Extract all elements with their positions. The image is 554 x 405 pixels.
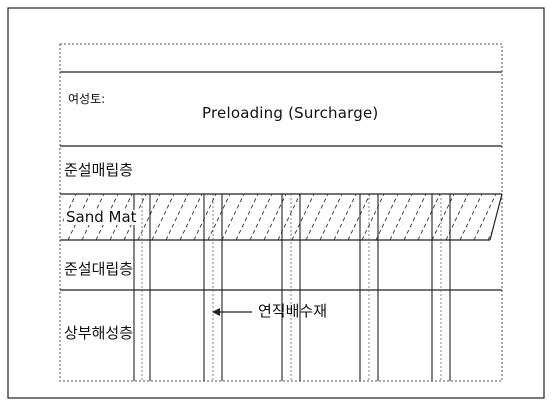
dredged-fill-upper-label: 준설매립층: [64, 161, 134, 179]
inner-dashed-frame: [59, 43, 503, 382]
hatch-line: [473, 194, 497, 240]
hatch-line: [305, 194, 329, 240]
hatch-line: [137, 194, 161, 240]
hatch-line: [165, 194, 189, 240]
hatch-line: [389, 194, 413, 240]
hatch-line: [417, 194, 441, 240]
fill-prefix-label: 여성토:: [68, 92, 106, 106]
vertical-drain-label: 연직배수재: [258, 302, 328, 320]
hatch-line: [530, 194, 552, 240]
hatch-line: [263, 194, 287, 240]
hatch-line: [193, 194, 217, 240]
hatch-line: [221, 194, 245, 240]
hatch-line: [123, 194, 147, 240]
hatch-line: [319, 194, 343, 240]
preloading-label: Preloading (Surcharge): [202, 104, 379, 122]
hatch-line: [291, 194, 315, 240]
hatch-line: [249, 194, 273, 240]
hatch-line: [516, 194, 538, 240]
hatch-line: [431, 194, 455, 240]
vertical-drains: [133, 194, 451, 381]
hatch-line: [375, 194, 399, 240]
hatch-line: [347, 194, 371, 240]
hatch-line: [501, 194, 502, 240]
hatch-line: [95, 194, 119, 240]
hatch-line: [333, 194, 357, 240]
hatch-line: [179, 194, 203, 240]
arrow-left-icon: [212, 308, 252, 316]
hatch-line: [361, 194, 385, 240]
sandmat-right-edge: [489, 193, 503, 241]
hatch-line: [487, 194, 502, 240]
hatch-line: [81, 194, 105, 240]
hatch-line: [151, 194, 175, 240]
hatch-line: [235, 194, 259, 240]
upper-marine-layer-label: 상부해성층: [64, 324, 134, 342]
sand-mat-label: Sand Mat: [64, 208, 139, 226]
hatch-line: [459, 194, 483, 240]
hatch-line: [403, 194, 427, 240]
hatch-line: [207, 194, 231, 240]
hatch-line: [445, 194, 469, 240]
hatch-line: [62, 194, 63, 240]
dredged-fill-lower-label: 준설대립층: [64, 260, 134, 278]
hatch-line: [109, 194, 133, 240]
outer-frame: [7, 7, 545, 399]
hatch-line: [67, 194, 91, 240]
hatch-line: [277, 194, 301, 240]
hatch-line: [62, 194, 77, 240]
